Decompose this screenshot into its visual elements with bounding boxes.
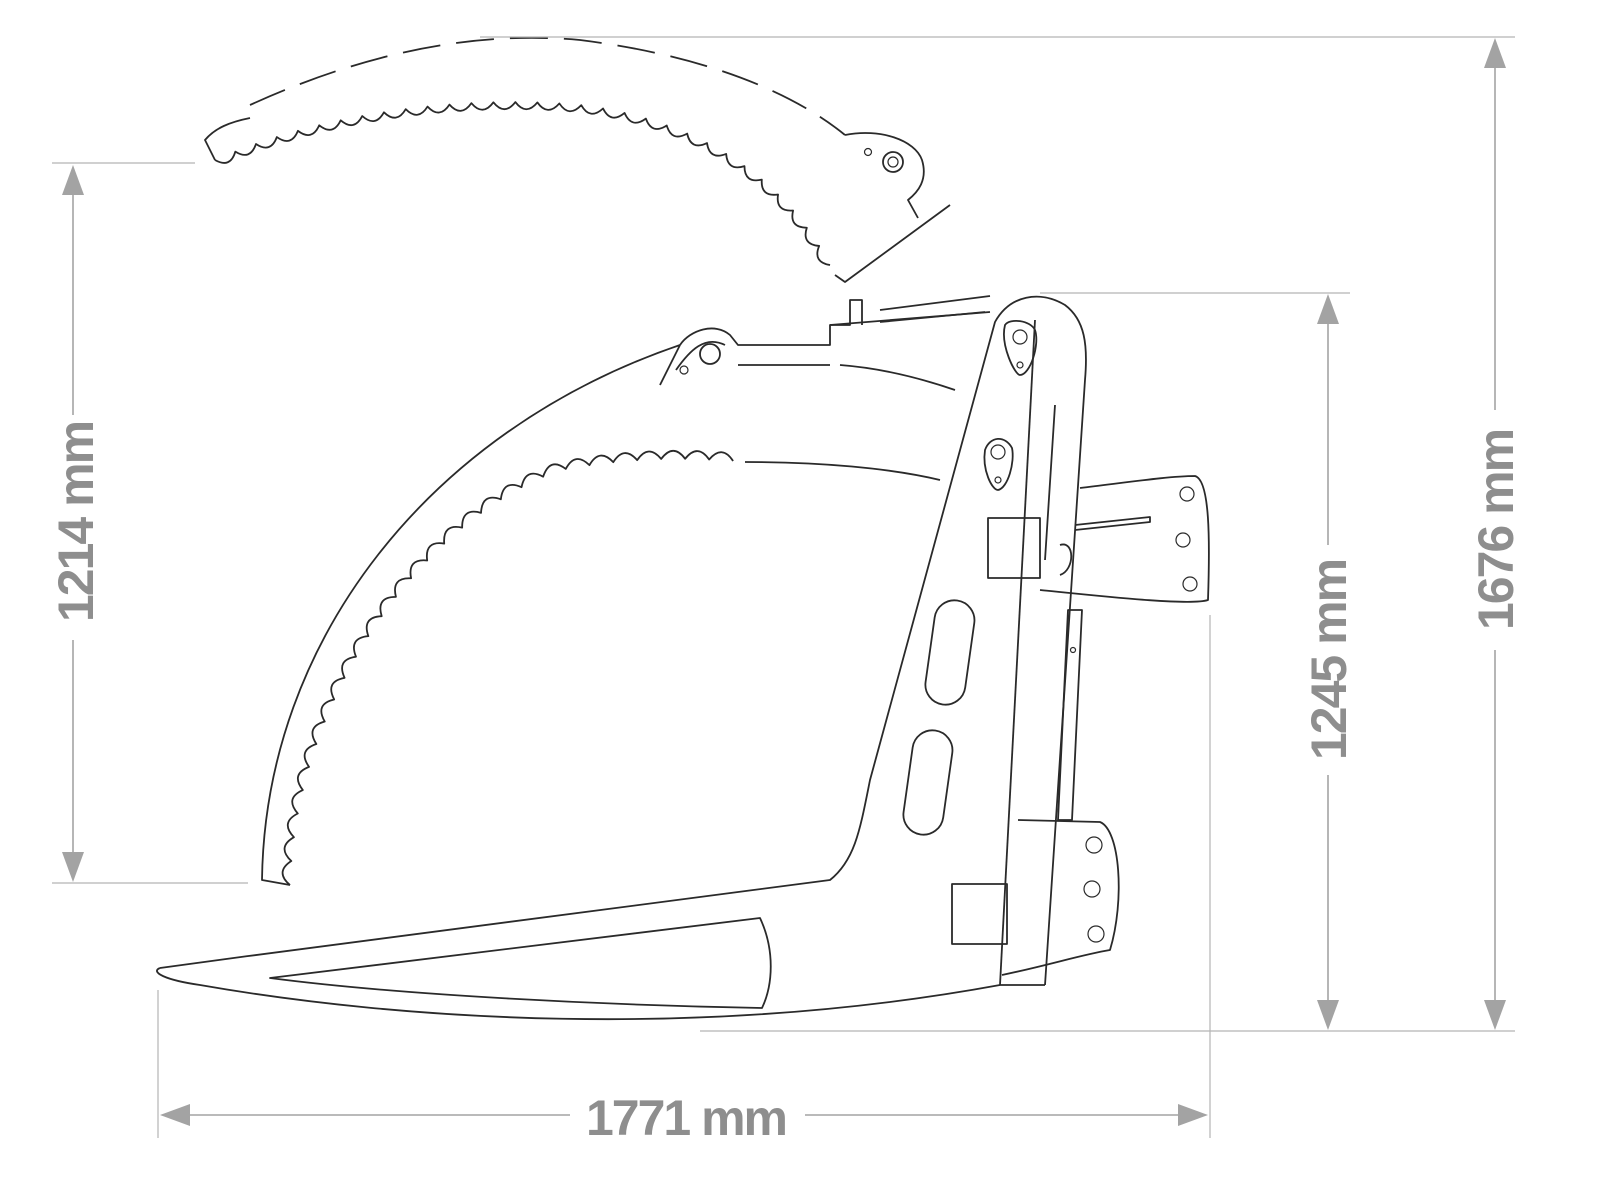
dimension-label-1771: 1771 mm — [586, 1090, 786, 1146]
dimension-1214: 1214 mm — [48, 162, 248, 884]
frame — [156, 295, 1210, 1021]
upper-jaw-open — [204, 36, 951, 283]
dimension-label-1214: 1214 mm — [48, 422, 104, 622]
dimension-label-1676: 1676 mm — [1468, 430, 1524, 630]
dimension-1771: 1771 mm — [157, 615, 1211, 1146]
lower-jaw — [261, 295, 991, 886]
dimension-label-1245: 1245 mm — [1301, 560, 1357, 760]
dimension-1245: 1245 mm — [1040, 292, 1357, 1030]
dimension-1676: 1676 mm — [480, 36, 1524, 1032]
